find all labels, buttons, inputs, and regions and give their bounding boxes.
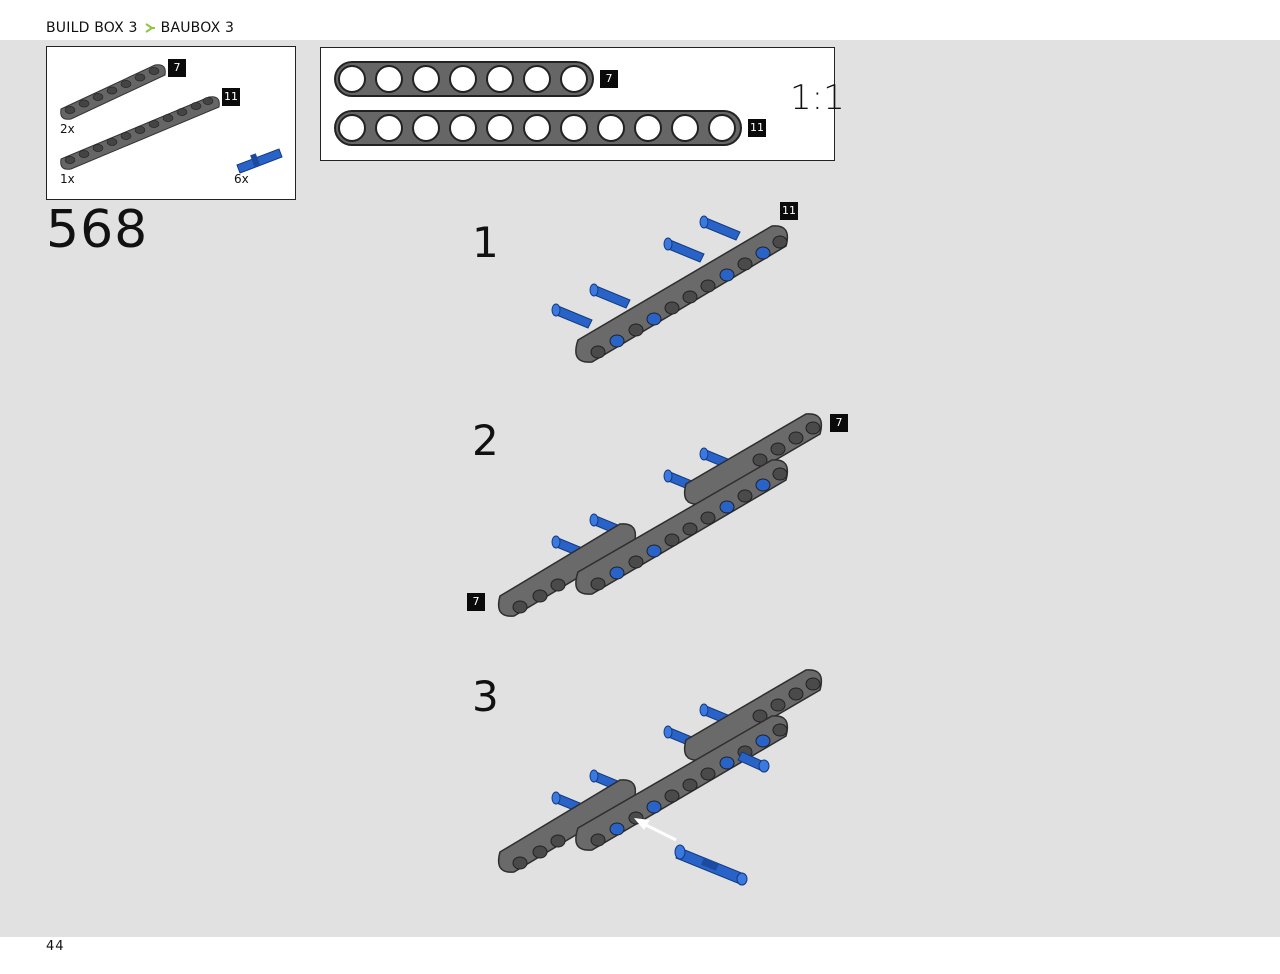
beam-7-part (60, 64, 166, 120)
insert-arrow-icon (634, 818, 677, 842)
breadcrumb: BUILD BOX 3 BAUBOX 3 (46, 20, 234, 36)
ruler-beam-7 (334, 61, 594, 97)
substep-2-top-beam-tag: 7 (830, 414, 848, 432)
beam-7-quantity: 2x (60, 122, 75, 136)
step-number: 568 (46, 200, 149, 260)
substep-3-label: 3 (472, 672, 499, 721)
substep-2-bottom-beam-tag: 7 (467, 593, 485, 611)
breadcrumb-german: BAUBOX 3 (160, 20, 235, 36)
substep-1-assembly (551, 215, 789, 363)
scale-label: 1:1 (790, 78, 845, 118)
beam-11-length-tag: 11 (222, 88, 240, 106)
page-footer (0, 937, 1280, 974)
beam-11-quantity: 1x (60, 172, 75, 186)
substep-1-label: 1 (472, 218, 499, 267)
beam-7-length-tag: 7 (168, 59, 186, 77)
loose-pin (674, 844, 748, 886)
chevron-right-icon (145, 23, 155, 33)
substep-2-label: 2 (472, 416, 499, 465)
breadcrumb-english: BUILD BOX 3 (46, 20, 138, 36)
ruler-beam-11 (334, 110, 742, 146)
parts-list-illustration (60, 64, 283, 174)
ruler-beam-7-tag: 7 (600, 70, 618, 88)
pin-part (236, 148, 283, 174)
pin-quantity: 6x (234, 172, 249, 186)
substep-1-beam-tag: 11 (780, 202, 798, 220)
scale-ruler-box (320, 47, 835, 161)
page-number: 44 (46, 939, 65, 954)
substep-2-assembly (497, 413, 823, 617)
scale-ruler-illustration (334, 61, 742, 146)
ruler-beam-11-tag: 11 (748, 119, 766, 137)
substep-3-assembly (497, 669, 823, 886)
beam-11-part (60, 96, 220, 170)
page-header (0, 0, 1280, 40)
